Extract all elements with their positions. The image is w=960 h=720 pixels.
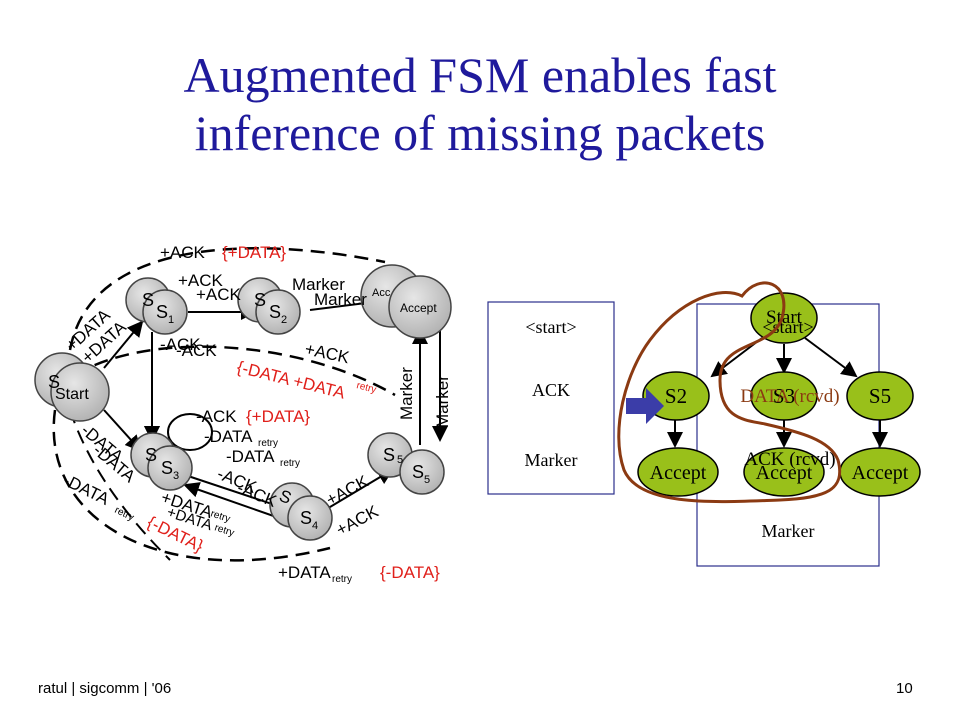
- state-s2-sub: 2: [281, 314, 287, 326]
- label-data-retry-2: -DATA: [226, 447, 275, 466]
- label-marker-v2: Marker: [433, 375, 452, 428]
- label-red-mid: {-DATA +DATA: [235, 357, 348, 402]
- inference-highlight-path: [617, 281, 842, 504]
- label-neg-ack-a: -ACK: [160, 335, 201, 354]
- dashed-edge-left: [69, 409, 171, 561]
- label-red-mid-sub: retry: [355, 380, 377, 396]
- tree-annotation-ack: ACK (rcvd): [744, 449, 835, 470]
- fsm-diagram: S Start S S 1 S S 2 Acc Accept S S 3 S 4…: [34, 243, 452, 585]
- state-s3-label: S: [161, 458, 173, 478]
- label-ack-s4s5-b: +ACK: [333, 501, 382, 539]
- tree-s3-label: S3: [773, 384, 795, 408]
- edge-start-s1: [103, 320, 144, 369]
- sequence-item-start: <start>: [525, 317, 576, 337]
- state-s5: [399, 449, 445, 495]
- state-s5-shadow-label: S: [383, 445, 395, 465]
- arrow-right-icon: [626, 388, 664, 424]
- sequence-box: <start> ACK Marker: [487, 301, 615, 495]
- tree-leaf-1-label: Accept: [650, 462, 707, 484]
- tree-node-s3: [750, 371, 818, 421]
- label-marker-b: Marker: [314, 290, 367, 309]
- state-s1: [142, 289, 188, 335]
- title-line-2: inference of missing packets: [194, 105, 766, 161]
- label-ack-top: +ACK: [160, 243, 206, 262]
- label-ack-s4s5-a: +ACK: [323, 471, 372, 509]
- dashed-edge-mid: [74, 345, 396, 397]
- tree-overlay-start: <start>: [762, 317, 813, 337]
- label-ack-mid: +ACK: [303, 339, 351, 367]
- tree-leaf-1: [637, 447, 719, 497]
- label-marker-a: Marker: [292, 275, 345, 294]
- tree-leaf-2-label: Accept: [756, 462, 813, 484]
- label-data-retry-1: -DATA: [204, 427, 253, 446]
- label-data-retry-2-sub: retry: [280, 458, 300, 469]
- state-accept-label: Accept: [400, 301, 437, 315]
- state-s3-sub: 3: [173, 470, 179, 482]
- tree-leaf-3-label: Accept: [852, 462, 909, 484]
- tree-s2-label: S2: [665, 384, 687, 408]
- title-line-1: Augmented FSM enables fast: [183, 47, 777, 103]
- label-ack-s1s2-b: +ACK: [196, 285, 242, 304]
- edge-s4-s5: [324, 468, 394, 511]
- tree-edge-root-s5: [804, 337, 858, 378]
- label-bottom-red: {-DATA}: [380, 563, 440, 582]
- sequence-item-ack: ACK: [532, 380, 570, 400]
- sequence-box-frame: [487, 301, 615, 495]
- state-s4-label: S: [300, 508, 312, 528]
- page-number: 10: [896, 680, 913, 697]
- tree-node-root: [750, 292, 818, 344]
- state-s4: [287, 495, 333, 541]
- state-start: [50, 362, 110, 422]
- label-data-retry-1-sub: retry: [258, 438, 278, 449]
- state-s1-label: S: [156, 302, 168, 322]
- state-s2: [255, 289, 301, 335]
- state-s1-sub: 1: [168, 314, 174, 326]
- state-s5-sub: 5: [424, 474, 430, 486]
- self-loop-s3: [167, 413, 213, 451]
- label-plus-data-retry-b-sub: retry: [213, 522, 235, 539]
- state-s2-shadow-label: S: [254, 290, 266, 310]
- state-accept: [388, 275, 452, 339]
- slide-title: Augmented FSM enables fast inference of …: [0, 46, 960, 162]
- state-start-shadow-label: S: [48, 372, 60, 392]
- tree-node-s5: [846, 371, 914, 421]
- state-s3-shadow-label: S: [145, 445, 157, 465]
- state-accept-shadow-label: Acc: [372, 287, 391, 299]
- tree-annotation-data: DATA (rcvd): [740, 386, 839, 407]
- dashed-edge-top: [68, 247, 386, 351]
- state-s3: [147, 445, 193, 491]
- state-s4-sub: 4: [312, 520, 318, 532]
- label-data-top-red: {+DATA}: [222, 243, 286, 262]
- label-bottom-data-sub: retry: [332, 574, 352, 585]
- tree-leaf-2: [743, 447, 825, 497]
- label-ack-loop: -ACK: [196, 407, 237, 426]
- state-s1-shadow-label: S: [142, 290, 154, 310]
- label-ack-s1s2: +ACK: [178, 271, 224, 290]
- state-start-label: Start: [55, 386, 89, 403]
- tree-s5-label: S5: [869, 384, 891, 408]
- tree-overlay-marker: Marker: [762, 521, 815, 541]
- label-neg-data-retry-left: -DATA: [60, 471, 112, 510]
- sequence-item-marker: Marker: [525, 450, 578, 470]
- dashed-edge-bottom: [52, 409, 331, 562]
- state-s5-shadow-sub: 5: [397, 454, 403, 466]
- inference-tree: Start <start> S2 S3 S5 Accept Accept Acc…: [617, 281, 921, 567]
- edge-s4-s3: [183, 482, 286, 521]
- label-neg-ack-b: -ACK: [176, 341, 217, 360]
- label-marker-v1: Marker: [397, 367, 416, 420]
- state-s2-label: S: [269, 302, 281, 322]
- tree-root-label: Start: [766, 307, 803, 328]
- footer-credit: ratul | sigcomm | '06: [38, 680, 172, 697]
- label-ack-loop-red: {+DATA}: [246, 407, 310, 426]
- label-neg-data-retry-left-sub: retry: [113, 505, 136, 524]
- state-s5-label: S: [412, 462, 424, 482]
- label-bottom-data: +DATA: [278, 563, 331, 582]
